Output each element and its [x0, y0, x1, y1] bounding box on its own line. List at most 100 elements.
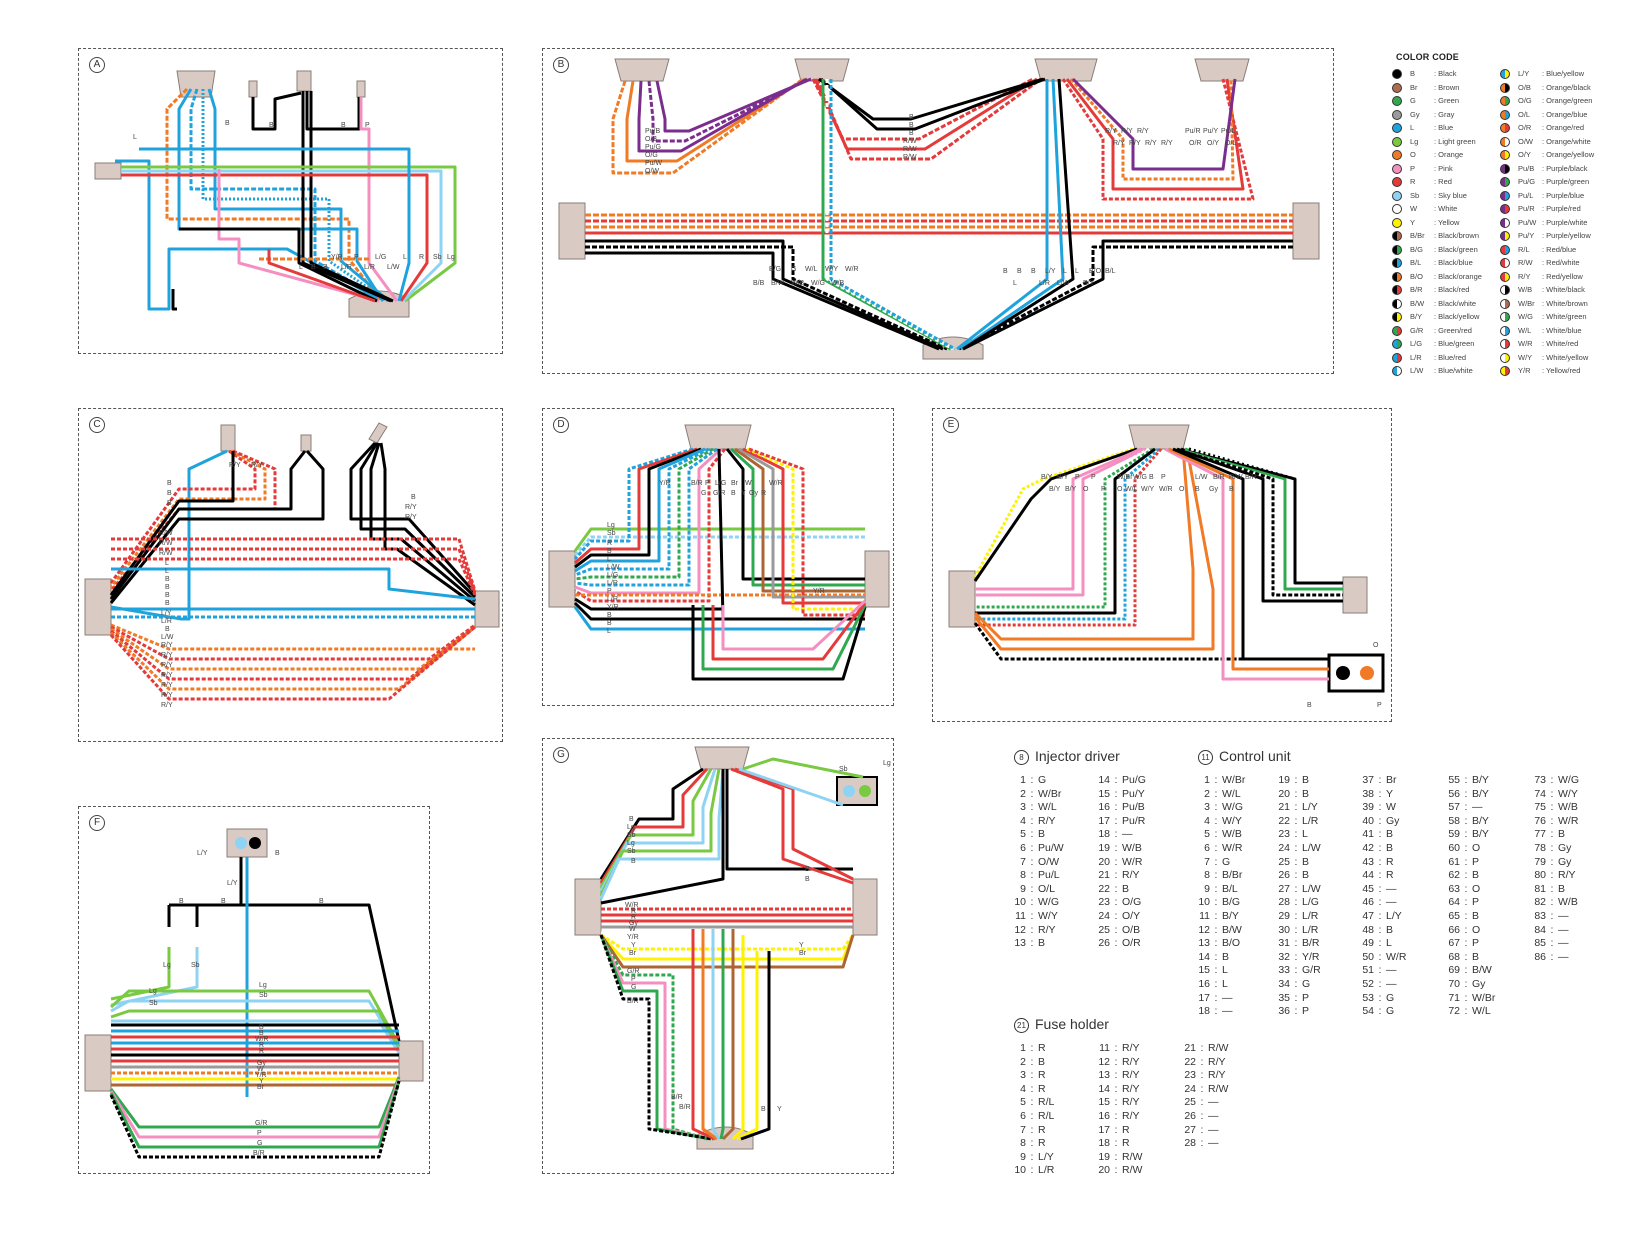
pin-separator: :: [1550, 869, 1554, 882]
pin-number: 14: [1098, 774, 1110, 786]
pin-number: 77: [1534, 828, 1546, 841]
pin-row: 31:B/R: [1270, 937, 1321, 951]
pin-number: 14: [1198, 950, 1210, 963]
wire-color-swatch-icon: [1500, 285, 1510, 295]
pin-number: 3: [1020, 1069, 1026, 1082]
pin-row: 10:B/G: [1190, 896, 1245, 910]
pin-separator: :: [1030, 828, 1034, 841]
pin-separator: :: [1030, 1069, 1034, 1082]
color-code-name: : Purple/white: [1542, 217, 1588, 227]
pin-wire-color: B: [1472, 909, 1480, 922]
pin-row: 67:P: [1440, 937, 1495, 951]
pin-number: 5: [1020, 1096, 1026, 1109]
color-code-abbr: B/Y: [1410, 312, 1423, 321]
pin-separator: :: [1030, 909, 1034, 922]
pin-separator: :: [1214, 869, 1218, 882]
panel-c-label-left-1: B: [167, 480, 172, 487]
pin-wire-color: G: [1222, 855, 1231, 868]
color-code-name: : Purple/black: [1542, 163, 1588, 173]
pin-separator: :: [1114, 937, 1118, 950]
pin-row: 11:W/Y: [1006, 910, 1064, 924]
panel-f-label-2: B: [179, 898, 184, 905]
pin-number: 76: [1534, 814, 1546, 827]
pin-wire-color: W/L: [1038, 801, 1057, 814]
pin-row: 11:R/Y: [1090, 1042, 1142, 1056]
wire-color-swatch-icon: [1392, 352, 1402, 363]
pin-wire-color: B/W: [1472, 964, 1492, 977]
wire-color-swatch-icon: [1392, 258, 1402, 268]
pin-separator: :: [1030, 869, 1034, 882]
panel-e-label-top-6: W/G: [1133, 474, 1147, 481]
panel-b-label-bl-8: W/B: [791, 280, 805, 287]
panel-c-label-left-10: B: [165, 584, 170, 591]
pin-separator: :: [1214, 977, 1218, 990]
wire-color-swatch-icon: [1500, 325, 1510, 336]
color-code-abbr: W/B: [1518, 285, 1533, 294]
pin-row: 61:P: [1440, 856, 1495, 870]
pin-row: 4:W/Y: [1190, 815, 1245, 829]
panel-f-connector-right: [398, 1040, 424, 1082]
pin-row: 43:R: [1354, 856, 1406, 870]
pin-wire-color: B/Y: [1472, 814, 1489, 827]
pin-row: 59:B/Y: [1440, 828, 1495, 842]
color-code-name: : Black/yellow: [1434, 312, 1480, 321]
pin-wire-color: B: [1302, 774, 1310, 786]
color-code-abbr: Sb: [1410, 190, 1420, 200]
pin-wire-color: B: [1302, 787, 1310, 800]
pin-number: 42: [1362, 841, 1374, 854]
pin-separator: :: [1214, 801, 1218, 814]
panel-c-label-left-11: B: [165, 592, 170, 599]
pin-wire-color: B: [1472, 950, 1480, 963]
pin-row: 75:W/B: [1526, 801, 1579, 815]
panel-d-connector-left: [548, 550, 576, 608]
pin-number: 7: [1020, 1123, 1026, 1136]
pin-row: 23:R/Y: [1176, 1069, 1228, 1083]
panel-e-label-top-9: L/W: [1195, 474, 1208, 481]
pin-number: 61: [1448, 855, 1460, 868]
pin-row: 37:Br: [1354, 774, 1406, 788]
pin-separator: :: [1030, 774, 1034, 786]
panel-d-label-left-8: L/R: [607, 580, 618, 587]
pin-separator: :: [1294, 841, 1298, 854]
pin-number: 8: [1020, 869, 1026, 882]
pin-row: 20:W/R: [1090, 856, 1146, 870]
panel-c: C: [78, 408, 503, 742]
pin-number: 17: [1098, 814, 1110, 827]
pin-wire-color: —: [1208, 1096, 1219, 1109]
pin-row: 48:B: [1354, 924, 1406, 938]
pin-wire-color: B: [1302, 855, 1310, 868]
pin-row: 49:L: [1354, 937, 1406, 951]
pin-row: 15:L: [1190, 964, 1245, 978]
panel-g-label-left-15: G/R: [627, 968, 639, 975]
pin-wire-color: B: [1122, 882, 1130, 895]
pin-wire-color: W/B: [1122, 841, 1142, 854]
pin-number: 68: [1448, 950, 1460, 963]
pin-wire-color: R/Y: [1122, 869, 1140, 882]
pin-row: 16:Pu/B: [1090, 801, 1146, 815]
wire-color-swatch-icon: [1392, 271, 1402, 282]
pin-number: 23: [1098, 896, 1110, 909]
panel-c-label-left-12: B: [165, 600, 170, 607]
panel-f-letter: F: [89, 815, 105, 831]
control-unit-number: 11: [1198, 750, 1213, 765]
panel-e-label-top-22: B: [1195, 486, 1200, 493]
panel-d-connector-right: [864, 550, 890, 608]
pin-row: 69:B/W: [1440, 964, 1495, 978]
panel-e-label-conn-3: P: [1377, 702, 1382, 709]
panel-g-label-bottom-1: B: [761, 1106, 766, 1113]
pin-wire-color: B: [1386, 828, 1394, 841]
panel-a-letter: A: [89, 57, 105, 73]
pin-row: 84:—: [1526, 924, 1579, 938]
panel-f-connector-top: [226, 828, 268, 858]
pin-row: 70:Gy: [1440, 978, 1495, 992]
pin-separator: :: [1550, 923, 1554, 936]
pin-number: 60: [1448, 841, 1460, 854]
color-code-name: : White/black: [1542, 285, 1585, 294]
panel-d-wiring: Y/R B/R P L/G Br W W/R G G/R B Y Gy R Lg…: [548, 424, 890, 681]
pin-wire-color: W/L: [1472, 1005, 1491, 1018]
pin-number: 19: [1098, 841, 1110, 854]
panel-b-label-br-2: B: [1017, 268, 1022, 275]
pin-separator: :: [1114, 882, 1118, 895]
pin-wire-color: Gy: [1472, 977, 1486, 990]
panel-e-label-top-14: B/Y: [1065, 486, 1077, 493]
